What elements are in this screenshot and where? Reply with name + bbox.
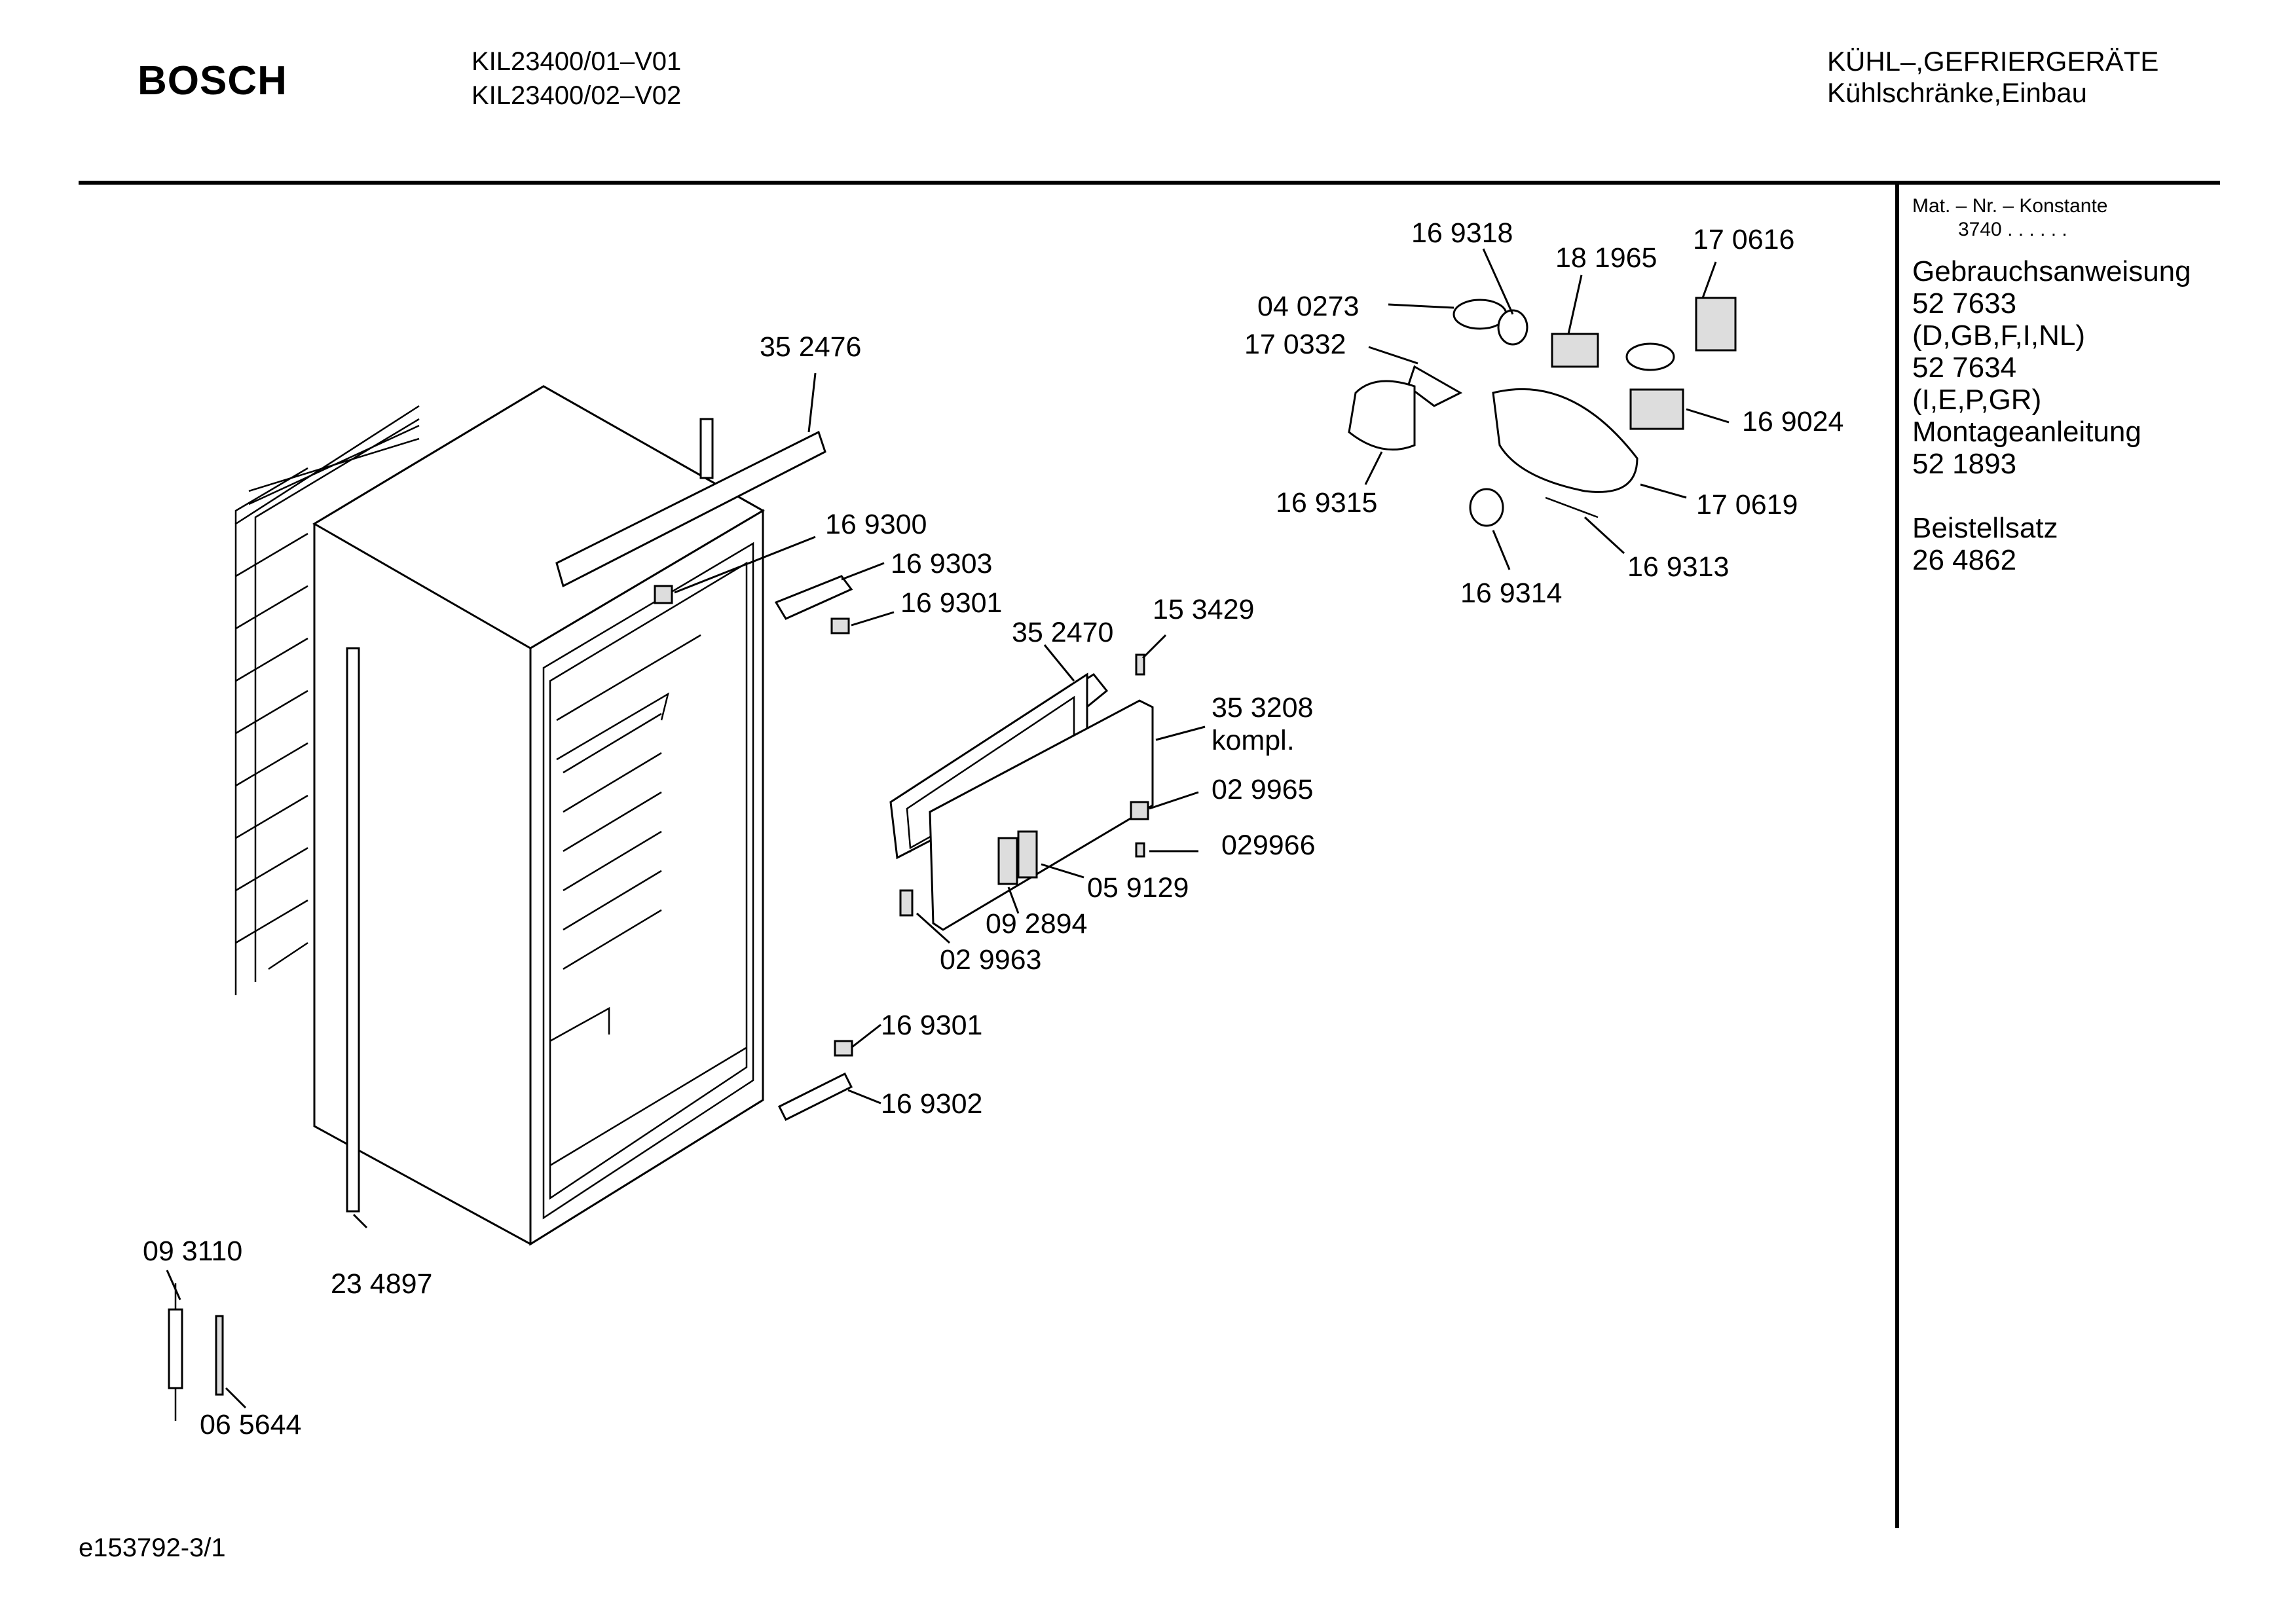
part-label: 17 0332	[1244, 329, 1346, 360]
part-label: 16 9301	[881, 1010, 982, 1041]
part-label: 02 9963	[940, 944, 1041, 976]
thermostat-sensor	[168, 1283, 224, 1421]
freezer-door	[889, 653, 1154, 931]
part-label: 09 3110	[143, 1236, 242, 1267]
part-label: 16 9318	[1411, 217, 1513, 249]
part-label: 16 9302	[881, 1088, 982, 1120]
mounting-rail	[555, 418, 826, 588]
model-number-2: KIL23400/02–V02	[472, 81, 682, 110]
side-line: 52 7633	[1912, 287, 2017, 320]
part-label: kompl.	[1212, 725, 1295, 756]
part-label: 06 5644	[200, 1409, 301, 1440]
part-label: 35 2476	[760, 331, 861, 363]
part-label: 029966	[1221, 830, 1316, 861]
part-label: 23 4897	[331, 1268, 432, 1300]
part-label: 35 2470	[1012, 617, 1113, 648]
part-label: 16 9303	[891, 548, 992, 579]
part-label: 16 9024	[1742, 406, 1843, 437]
lamp-assembly	[1348, 297, 1737, 527]
side-panel-divider	[1895, 185, 1899, 1528]
part-label: 35 3208	[1212, 692, 1313, 724]
mat-nr-value: 3740 . . . . . .	[1958, 219, 2067, 240]
side-line: 52 7634	[1912, 352, 2017, 384]
part-label: 04 0273	[1257, 291, 1359, 322]
hinge-lower	[777, 1040, 853, 1122]
hinge-upper	[654, 575, 853, 634]
part-label: 18 1965	[1555, 242, 1657, 274]
drawing-id: e153792-3/1	[79, 1533, 226, 1562]
leader-lines	[166, 248, 1730, 1409]
door-seal-strip	[346, 647, 360, 1213]
category-title: KÜHL–,GEFRIERGERÄTE	[1827, 46, 2159, 77]
part-label: 16 9300	[825, 509, 927, 540]
part-label: 02 9965	[1212, 774, 1313, 805]
part-label: 16 9315	[1276, 487, 1377, 519]
part-label: 16 9314	[1460, 577, 1562, 609]
model-number-1: KIL23400/01–V01	[472, 47, 682, 76]
refrigerator-cabinet	[312, 385, 765, 1246]
part-label: 09 2894	[986, 908, 1087, 940]
mat-nr-label: Mat. – Nr. – Konstante	[1912, 195, 2108, 217]
side-line: (D,GB,F,I,NL)	[1912, 320, 2086, 352]
side-line: Gebrauchsanweisung	[1912, 255, 2191, 287]
part-label: 16 9301	[900, 587, 1002, 619]
side-panel-list: Gebrauchsanweisung 52 7633 (D,GB,F,I,NL)…	[1912, 255, 2191, 576]
side-line: Beistellsatz	[1912, 512, 2058, 544]
side-line: (I,E,P,GR)	[1912, 384, 2042, 416]
brand-logo: BOSCH	[138, 58, 287, 103]
part-label: 15 3429	[1153, 594, 1254, 625]
part-label: 05 9129	[1087, 872, 1189, 904]
side-line: Montageanleitung	[1912, 416, 2141, 448]
subcategory-title: Kühlschränke,Einbau	[1827, 77, 2087, 108]
condenser-coil	[234, 405, 420, 995]
side-line: 52 1893	[1912, 448, 2017, 480]
part-label: 17 0619	[1696, 489, 1798, 521]
part-label: 16 9313	[1627, 551, 1729, 583]
part-label: 17 0616	[1693, 224, 1794, 255]
header-divider	[79, 181, 2220, 185]
side-line: 26 4862	[1912, 544, 2017, 576]
